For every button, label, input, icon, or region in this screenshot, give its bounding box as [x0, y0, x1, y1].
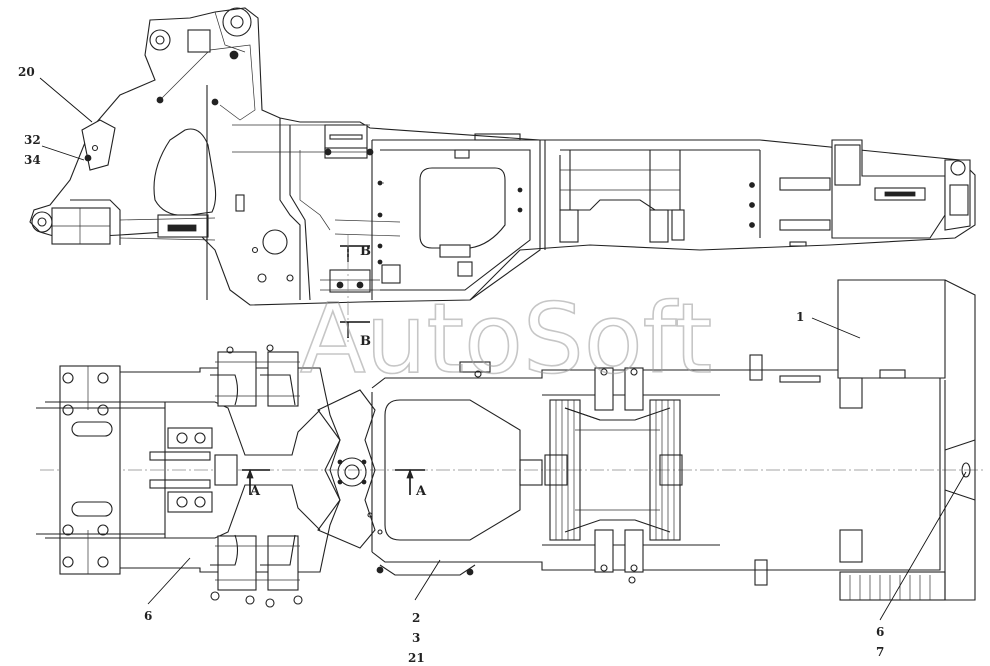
callout-3: 3: [412, 631, 420, 645]
watermark-text: AutoSoft: [300, 283, 712, 395]
callout-labels: 20 32 34 1 6 2 3 21 6 7: [18, 65, 884, 665]
frame-side-view: [29, 7, 976, 345]
frame-plan-view: [36, 279, 985, 608]
section-labels: B B A A: [249, 244, 427, 499]
callout-6-right: 6: [876, 625, 884, 639]
callout-7: 7: [876, 645, 884, 659]
callout-32: 32: [24, 133, 41, 147]
section-a-right: A: [415, 484, 427, 499]
callout-21: 21: [408, 651, 425, 665]
section-b-top: B: [360, 244, 371, 259]
callout-6-left: 6: [144, 609, 152, 623]
callout-20: 20: [18, 65, 35, 79]
section-a-left: A: [249, 484, 261, 499]
section-b-bottom: B: [360, 334, 371, 349]
callout-1: 1: [796, 310, 804, 324]
callout-2: 2: [412, 611, 420, 625]
leader-lines: [39, 77, 967, 621]
callout-34: 34: [24, 153, 41, 167]
